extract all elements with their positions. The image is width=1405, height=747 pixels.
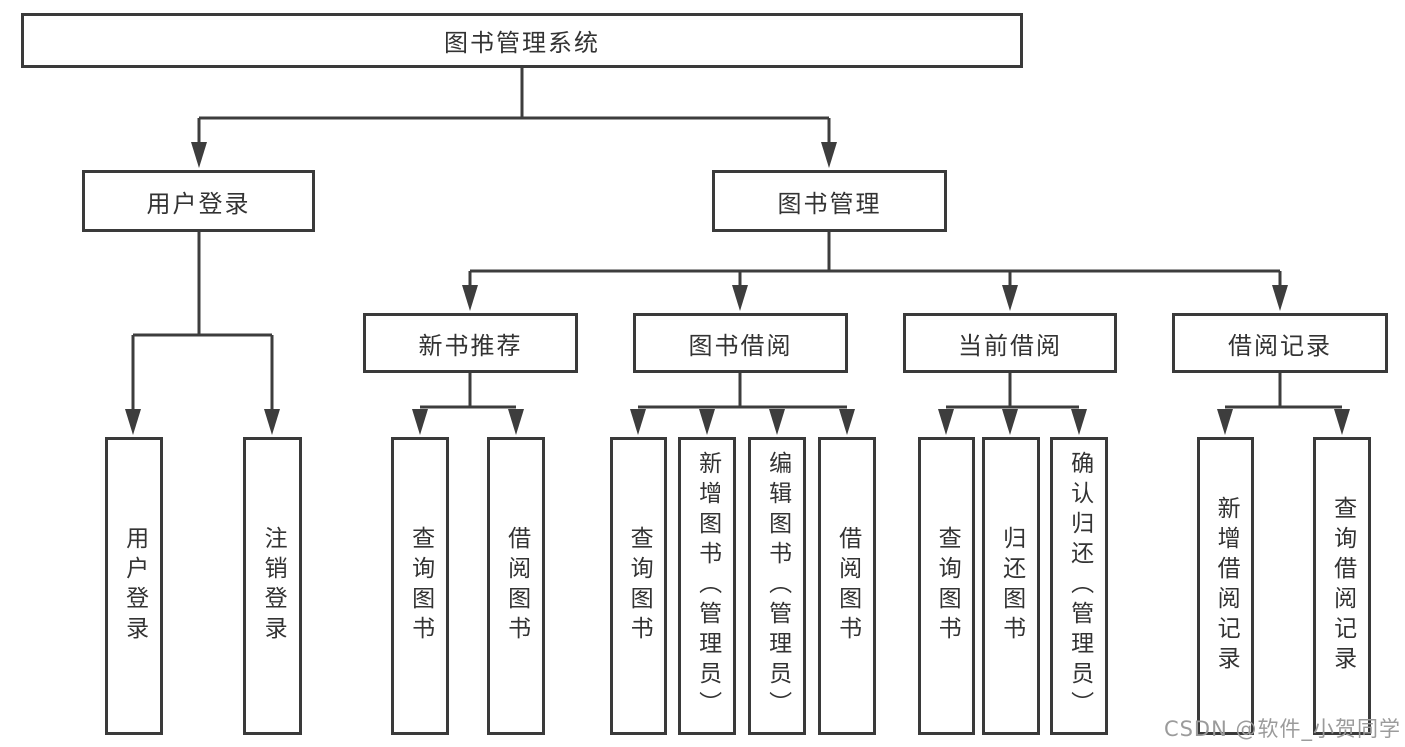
leaf-edit-book-admin: 编辑图书（管理员） xyxy=(748,437,806,735)
leaf-borrow-books-recommend: 借阅图书 xyxy=(487,437,545,735)
node-label: 图书管理系统 xyxy=(444,29,600,57)
node-new-book-recommendation: 新书推荐 xyxy=(363,313,578,373)
leaf-borrow-books: 借阅图书 xyxy=(818,437,876,735)
node-library-management-system: 图书管理系统 xyxy=(21,13,1023,68)
leaf-label: 新增图书（管理员） xyxy=(694,451,721,721)
leaf-label: 归还图书 xyxy=(998,526,1025,646)
leaf-label: 注销登录 xyxy=(260,526,287,646)
leaf-label: 新增借阅记录 xyxy=(1213,496,1240,676)
leaf-label: 用户登录 xyxy=(121,526,148,646)
csdn-watermark: CSDN @软件_小贺同学 xyxy=(1163,717,1401,741)
node-label: 图书借阅 xyxy=(688,331,793,360)
leaf-label: 确认归还（管理员） xyxy=(1066,451,1093,721)
node-current-borrowing: 当前借阅 xyxy=(903,313,1117,373)
leaf-logout: 注销登录 xyxy=(243,437,302,735)
leaf-add-book-admin: 新增图书（管理员） xyxy=(678,437,736,735)
leaf-label: 编辑图书（管理员） xyxy=(764,451,791,721)
leaf-query-books-borrowing: 查询图书 xyxy=(610,437,667,735)
node-label: 新书推荐 xyxy=(418,331,523,360)
leaf-query-books-recommend: 查询图书 xyxy=(391,437,449,735)
node-label: 图书管理 xyxy=(777,189,882,218)
leaf-add-borrow-record: 新增借阅记录 xyxy=(1197,437,1254,735)
leaf-query-borrow-record: 查询借阅记录 xyxy=(1313,437,1371,735)
leaf-label: 查询图书 xyxy=(934,526,961,646)
leaf-label: 查询借阅记录 xyxy=(1329,496,1356,676)
node-book-management: 图书管理 xyxy=(712,170,947,232)
leaf-confirm-return-admin: 确认归还（管理员） xyxy=(1050,437,1108,735)
node-user-login: 用户登录 xyxy=(82,170,315,232)
node-borrowing-records: 借阅记录 xyxy=(1172,313,1388,373)
leaf-query-books-current: 查询图书 xyxy=(918,437,975,735)
leaf-label: 查询图书 xyxy=(626,526,653,646)
leaf-label: 借阅图书 xyxy=(834,526,861,646)
node-label: 当前借阅 xyxy=(958,331,1062,360)
node-label: 用户登录 xyxy=(146,189,251,218)
leaf-user-login: 用户登录 xyxy=(105,437,163,735)
arrowheads xyxy=(125,142,1350,435)
node-book-borrowing: 图书借阅 xyxy=(633,313,848,373)
node-label: 借阅记录 xyxy=(1228,331,1332,360)
leaf-label: 查询图书 xyxy=(407,526,434,646)
leaf-label: 借阅图书 xyxy=(503,526,530,646)
leaf-return-books: 归还图书 xyxy=(982,437,1040,735)
